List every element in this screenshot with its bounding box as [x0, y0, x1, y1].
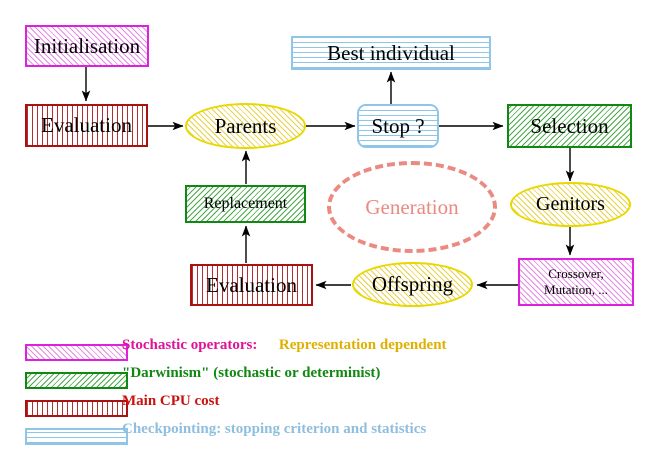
node-initialisation-label: Initialisation	[33, 33, 141, 58]
generation-cycle-ellipse: Generation	[327, 161, 497, 253]
legend-swatch-blue	[25, 428, 128, 445]
legend-row-checkpointing: Checkpointing: stopping criterion and st…	[0, 421, 662, 452]
node-best-individual[interactable]: Best individual	[291, 36, 491, 70]
node-selection[interactable]: Selection	[507, 104, 632, 148]
node-evaluation-bottom-label: Evaluation	[206, 272, 297, 297]
node-evaluation-top-label: Evaluation	[41, 113, 132, 138]
node-parents[interactable]: Parents	[185, 103, 306, 149]
legend-row-main-cpu-cost: Main CPU cost	[0, 393, 662, 424]
node-offspring[interactable]: Offspring	[352, 262, 473, 307]
legend-swatch-red	[25, 400, 128, 417]
legend: Stochastic operators: Representation dep…	[0, 337, 662, 452]
node-evaluation-top[interactable]: Evaluation	[25, 104, 148, 147]
legend-text-stochastic-operators: Stochastic operators: Representation dep…	[122, 337, 447, 354]
legend-label-representation-dependent: Representation dependent	[278, 337, 447, 353]
node-stop-label: Stop ?	[371, 113, 425, 138]
node-replacement[interactable]: Replacement	[185, 185, 306, 223]
legend-label-stochastic-operators: Stochastic operators:	[122, 337, 258, 353]
node-genitors-label: Genitors	[536, 193, 605, 215]
node-replacement-label: Replacement	[203, 194, 288, 212]
legend-row-stochastic-operators: Stochastic operators: Representation dep…	[0, 337, 662, 368]
node-best-individual-label: Best individual	[327, 40, 455, 65]
node-stop[interactable]: Stop ?	[357, 104, 439, 148]
node-genitors[interactable]: Genitors	[510, 182, 631, 227]
node-operators[interactable]: Crossover, Mutation, ...	[518, 258, 634, 306]
legend-label-checkpointing: Checkpointing: stopping criterion and st…	[122, 421, 427, 437]
generation-label: Generation	[365, 194, 459, 219]
node-operators-line2: Mutation, ...	[544, 282, 608, 297]
node-parents-label: Parents	[214, 113, 277, 138]
node-offspring-label: Offspring	[371, 272, 454, 297]
node-initialisation[interactable]: Initialisation	[25, 25, 149, 67]
node-operators-line1: Crossover,	[548, 265, 604, 281]
legend-swatch-green	[25, 372, 128, 389]
node-selection-label: Selection	[530, 113, 609, 138]
legend-label-main-cpu-cost: Main CPU cost	[122, 393, 220, 409]
legend-label-darwinism: "Darwinism" (stochastic or determinist)	[122, 365, 381, 381]
legend-row-darwinism: "Darwinism" (stochastic or determinist)	[0, 365, 662, 396]
legend-swatch-magenta	[25, 344, 128, 361]
node-evaluation-bottom[interactable]: Evaluation	[190, 264, 313, 306]
